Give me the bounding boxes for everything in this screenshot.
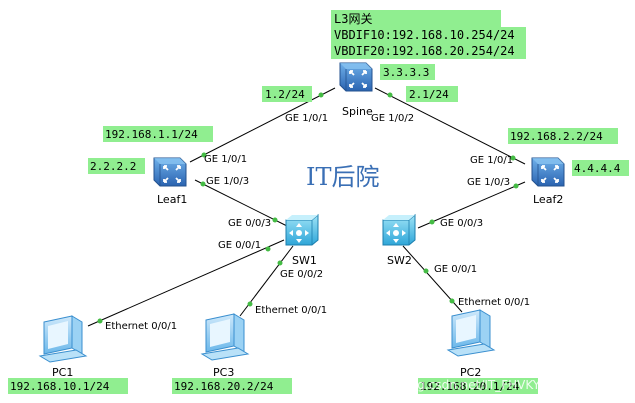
pc2-name: PC2 — [460, 366, 481, 379]
port-spine-leaf2: GE 1/0/2 — [371, 113, 414, 124]
port-sw1-pc3: GE 0/0/2 — [280, 269, 323, 280]
port-leaf1-spine: GE 1/0/1 — [204, 154, 247, 165]
pc3-name: PC3 — [213, 366, 234, 379]
device-leaf2: Leaf2 4.4.4.4 192.168.2.2/24 — [508, 128, 629, 206]
link-leaf2-sw2 — [417, 181, 526, 229]
gateway-vbdif20: VBDIF20:192.168.20.254/24 — [334, 44, 515, 58]
leaf1-ip: 192.168.1.1/24 — [105, 128, 198, 141]
device-leaf1: Leaf1 2.2.2.2 192.168.1.1/24 — [88, 126, 213, 206]
spine-router-id: 3.3.3.3 — [383, 66, 429, 79]
device-spine: Spine 3.3.3.3 — [339, 62, 435, 118]
port-pc2: Ethernet 0/0/1 — [458, 297, 530, 308]
subnet-labels: 1.2/24 2.1/24 — [262, 86, 458, 102]
port-dots — [97, 92, 519, 324]
port-sw2-leaf2: GE 0/0/3 — [440, 218, 483, 229]
device-pc1: PC1 192.168.10.1/24 — [8, 315, 128, 394]
port-pc3: Ethernet 0/0/1 — [255, 305, 327, 316]
port-sw1-pc1: GE 0/0/1 — [218, 240, 261, 251]
device-sw2: SW2 — [382, 214, 416, 267]
leaf2-router-id: 4.4.4.4 — [574, 162, 621, 175]
gateway-vbdif10: VBDIF10:192.168.10.254/24 — [334, 28, 515, 42]
port-leaf2-sw2: GE 1/0/3 — [467, 177, 510, 188]
subnet-spine-leaf1: 1.2/24 — [265, 88, 305, 101]
device-pc3: PC3 192.168.20.2/24 — [172, 313, 292, 394]
port-leaf2-spine: GE 1/0/1 — [470, 155, 513, 166]
leaf2-ip: 192.168.2.2/24 — [510, 130, 603, 143]
leaf1-router-id: 2.2.2.2 — [90, 160, 136, 173]
device-sw1: SW1 — [285, 214, 319, 267]
pc1-name: PC1 — [52, 366, 73, 379]
link-leaf1-sw1 — [194, 179, 288, 227]
subnet-spine-leaf2: 2.1/24 — [409, 88, 449, 101]
port-pc1: Ethernet 0/0/1 — [105, 321, 177, 332]
link-spine-leaf2 — [374, 87, 526, 165]
link-sw1-pc1 — [87, 239, 285, 327]
pc1-ip: 192.168.10.1/24 — [10, 380, 110, 393]
sw1-name: SW1 — [292, 254, 317, 267]
port-labels: GE 1/0/1 GE 1/0/2 GE 1/0/1 GE 1/0/3 GE 1… — [105, 113, 530, 332]
spine-name: Spine — [342, 105, 373, 118]
pc2-ip: 192.168.20.1/24 — [420, 380, 520, 393]
links — [87, 87, 526, 327]
port-leaf1-sw1: GE 1/0/3 — [206, 176, 249, 187]
watermark-center: IT后院 — [306, 163, 380, 191]
watermark-corner: https://blog.csdn.net/IT_FHVKYYGY — [356, 378, 564, 392]
device-pc2: PC2 192.168.20.1/24 — [418, 309, 538, 394]
port-sw2-pc2: GE 0/0/1 — [434, 264, 477, 275]
sw2-name: SW2 — [387, 254, 412, 267]
pc3-ip: 192.168.20.2/24 — [174, 380, 274, 393]
port-spine-leaf1: GE 1/0/1 — [285, 113, 328, 124]
leaf1-name: Leaf1 — [157, 193, 187, 206]
gateway-title: L3网关 — [334, 12, 372, 26]
port-sw1-leaf1: GE 0/0/3 — [228, 218, 271, 229]
leaf2-name: Leaf2 — [533, 193, 563, 206]
gateway-info-box: L3网关 VBDIF10:192.168.10.254/24 VBDIF20:1… — [331, 10, 526, 59]
